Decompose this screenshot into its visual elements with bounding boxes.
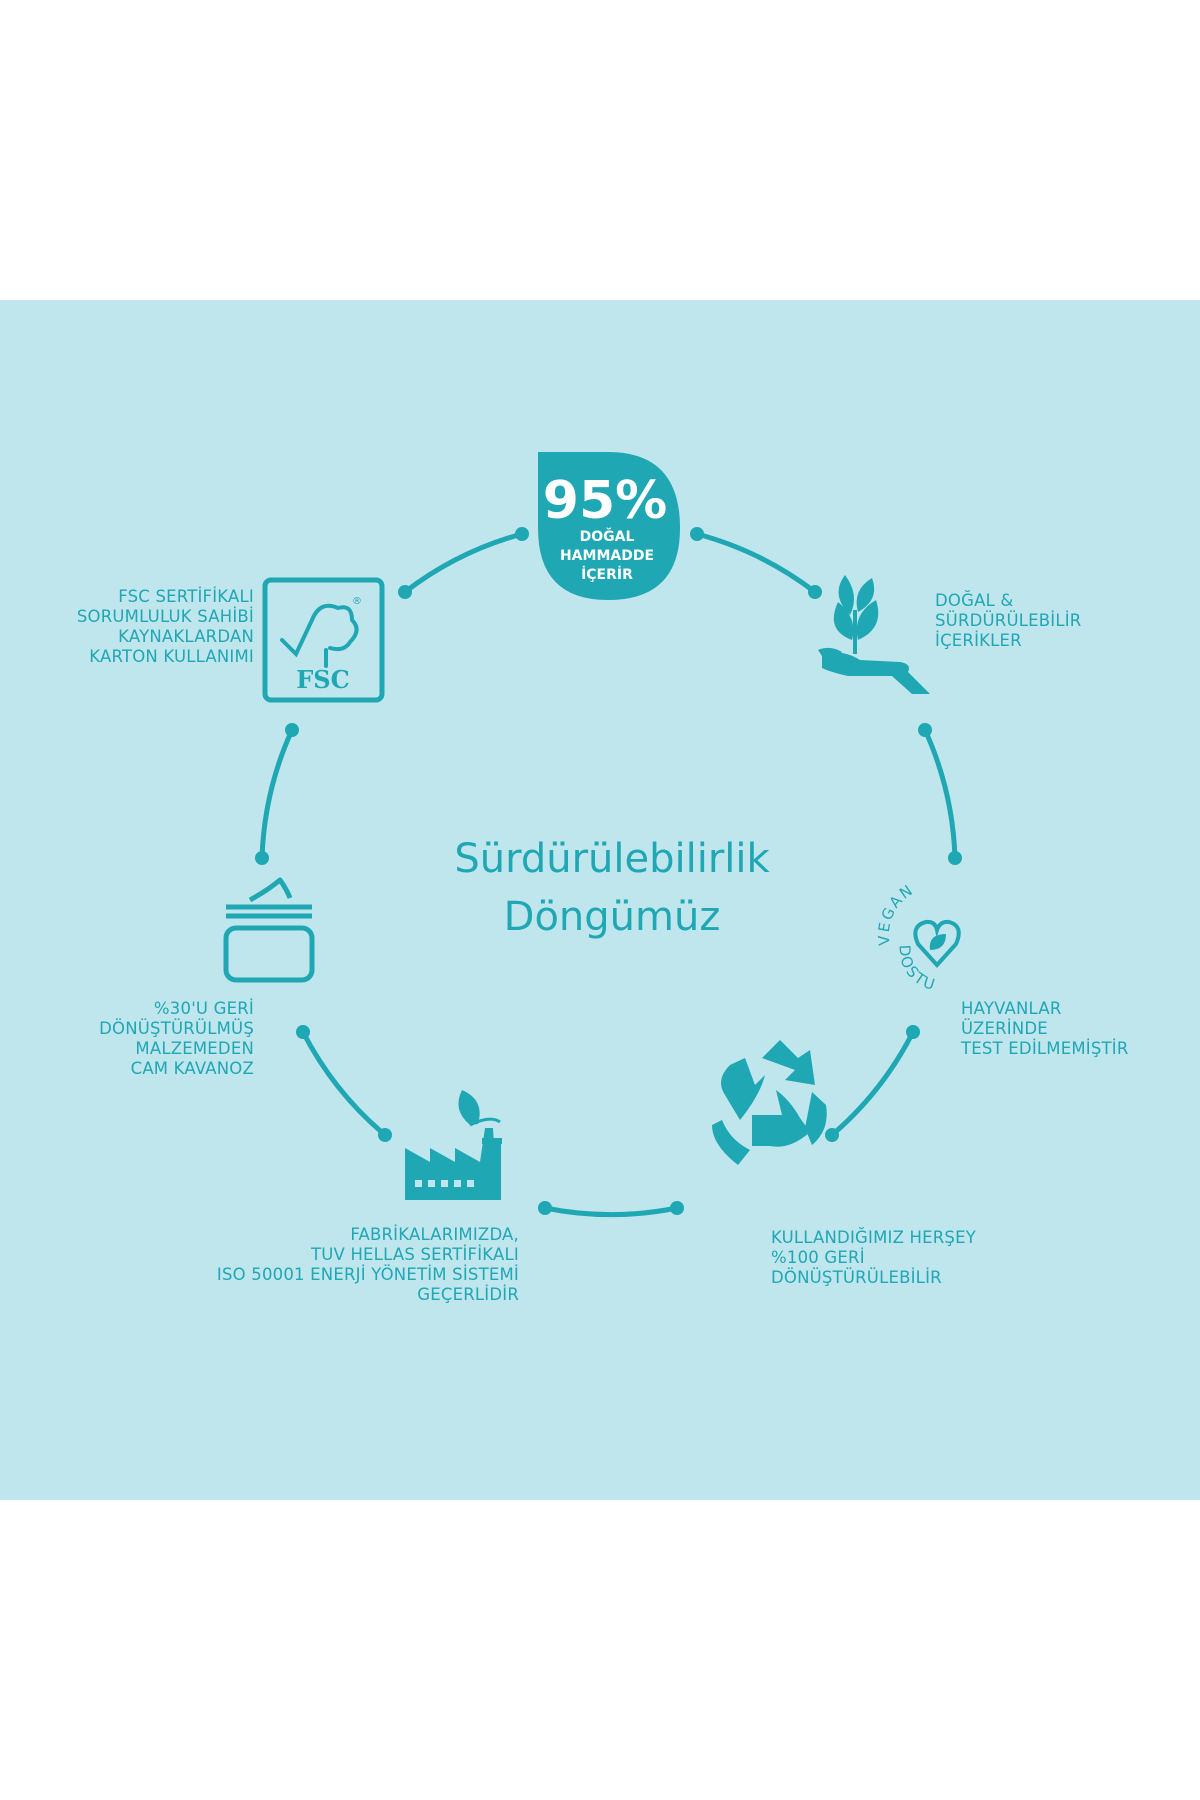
fsc-caption: FSC SERTİFİKALI SORUMLULUK SAHİBİ KAYNAK… xyxy=(77,587,254,666)
hand-plant-icon xyxy=(818,575,930,694)
jar-caption-line-2: DÖNÜŞTÜRÜLMÜŞ xyxy=(99,1019,254,1038)
natural-ingredient-badge: 95% DOĞAL HAMMADDE İÇERİR xyxy=(538,452,680,600)
badge-percent: 95% xyxy=(543,471,667,531)
recycle-caption-line-3: DÖNÜŞTÜRÜLEBİLİR xyxy=(771,1268,942,1287)
connector-dots xyxy=(255,527,962,1215)
glass-jar-icon xyxy=(223,877,315,983)
natural-caption-line-1: DOĞAL & xyxy=(935,591,1013,610)
fsc-caption-line-3: KAYNAKLARDAN xyxy=(118,627,254,646)
fsc-logo-text: FSC xyxy=(296,665,349,694)
recycle-caption-line-1: KULLANDIĞIMIZ HERŞEY xyxy=(771,1228,977,1247)
leaf-icon xyxy=(929,934,946,950)
recycle-icon xyxy=(712,1040,827,1165)
natural-caption: DOĞAL & SÜRDÜRÜLEBİLİR İÇERİKLER xyxy=(935,591,1081,650)
fsc-caption-line-1: FSC SERTİFİKALI xyxy=(118,587,254,606)
title-line-1: Sürdürülebilirlik xyxy=(454,836,770,882)
vegan-caption-line-1: HAYVANLAR xyxy=(961,999,1061,1018)
natural-caption-line-2: SÜRDÜRÜLEBİLİR xyxy=(935,611,1081,630)
factory-caption-line-4: GEÇERLİDİR xyxy=(417,1285,519,1304)
connector-fsc-badge xyxy=(402,531,525,595)
vegan-caption-line-3: TEST EDİLMEMİŞTİR xyxy=(960,1039,1129,1058)
title-line-2: Döngümüz xyxy=(504,894,721,940)
fsc-registered-mark: ® xyxy=(352,596,362,607)
factory-caption-line-2: TUV HELLAS SERTİFİKALI xyxy=(310,1245,519,1264)
badge-line-3: İÇERİR xyxy=(581,566,633,583)
connector-badge-natural xyxy=(694,531,818,595)
connector-recycle-factory xyxy=(542,1205,680,1217)
natural-caption-line-3: İÇERİKLER xyxy=(935,631,1022,650)
drop-badge-icon xyxy=(538,452,680,600)
connector-vegan-recycle xyxy=(829,1029,916,1138)
jar-caption-line-3: MALZEMEDEN xyxy=(135,1039,254,1058)
fsc-logo: FSC ® xyxy=(262,577,385,703)
recycle-caption-line-2: %100 GERİ xyxy=(771,1248,865,1267)
fsc-frame xyxy=(262,577,385,703)
jar-caption: %30'U GERİ DÖNÜŞTÜRÜLMÜŞ MALZEMEDEN CAM … xyxy=(99,999,254,1078)
badge-line-2: HAMMADDE xyxy=(560,548,654,564)
fsc-tree-icon xyxy=(280,603,359,668)
connector-jar-fsc xyxy=(259,727,295,861)
recycle-caption: KULLANDIĞIMIZ HERŞEY %100 GERİ DÖNÜŞTÜRÜ… xyxy=(771,1228,977,1287)
fsc-caption-line-4: KARTON KULLANIMI xyxy=(89,647,254,666)
fsc-caption-line-2: SORUMLULUK SAHİBİ xyxy=(77,607,254,626)
factory-caption-line-3: ISO 50001 ENERJİ YÖNETİM SİSTEMİ xyxy=(217,1265,519,1284)
jar-caption-line-1: %30'U GERİ xyxy=(154,999,254,1018)
cycle-connectors xyxy=(259,531,958,1217)
factory-caption-line-1: FABRİKALARIMIZDA, xyxy=(350,1225,519,1244)
factory-leaf-icon xyxy=(405,1090,502,1200)
vegan-caption-line-2: ÜZERİNDE xyxy=(961,1019,1048,1038)
jar-caption-line-4: CAM KAVANOZ xyxy=(131,1059,254,1078)
factory-caption: FABRİKALARIMIZDA, TUV HELLAS SERTİFİKALI… xyxy=(217,1225,519,1304)
vegan-caption: HAYVANLAR ÜZERİNDE TEST EDİLMEMİŞTİR xyxy=(960,999,1129,1058)
connector-factory-jar xyxy=(300,1029,388,1138)
heart-leaf-icon xyxy=(913,919,961,968)
connector-natural-vegan xyxy=(922,727,958,861)
badge-line-1: DOĞAL xyxy=(580,527,635,545)
